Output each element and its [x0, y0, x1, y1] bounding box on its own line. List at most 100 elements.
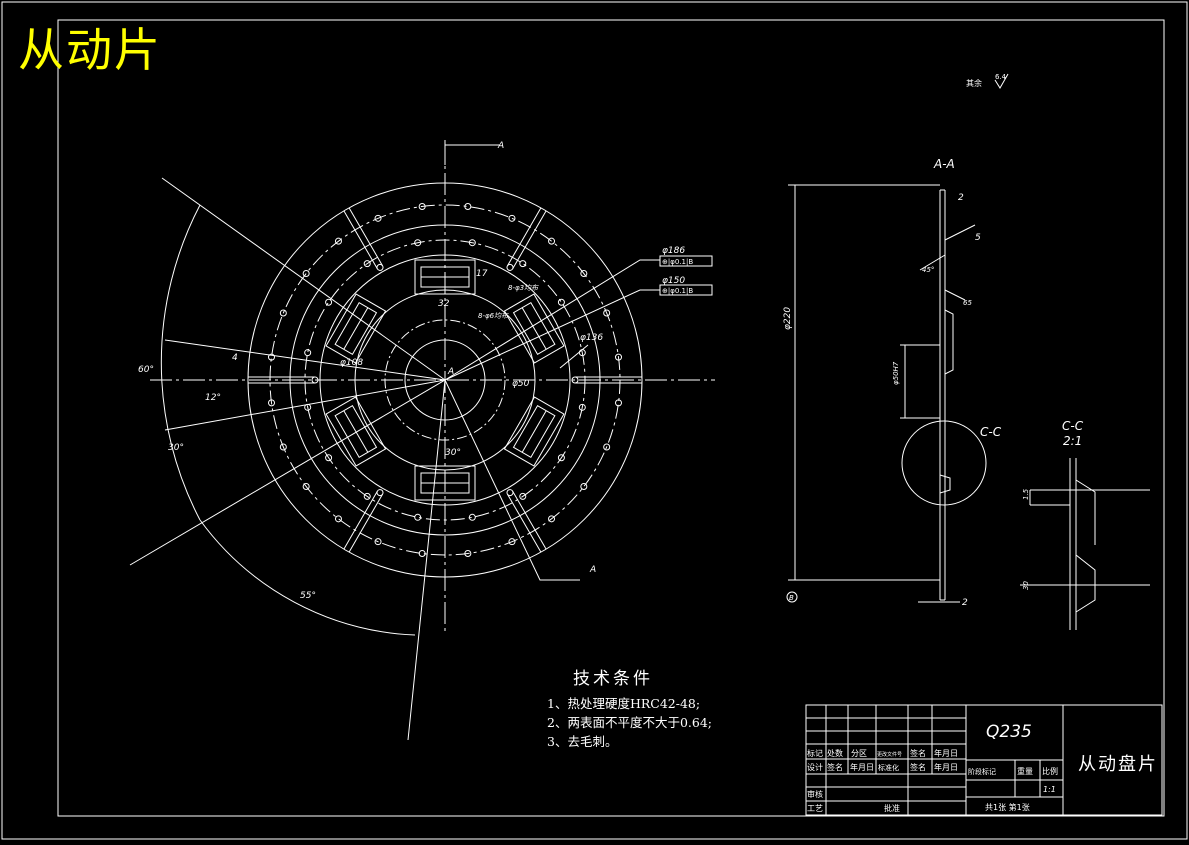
- section-cut-label-bottom: A: [589, 565, 596, 575]
- rivet-hole: [418, 202, 426, 210]
- tb-cell: 重量: [1017, 766, 1033, 776]
- rivet-hole: [548, 515, 556, 523]
- section-cc-title: C-C: [1062, 419, 1084, 433]
- datum-b: B: [789, 594, 794, 602]
- section-cc-scale: 2:1: [1063, 434, 1082, 448]
- spring-windows: [325, 259, 565, 501]
- mid-hole: [325, 298, 333, 306]
- rivet-hole: [334, 515, 342, 523]
- mid-hole: [414, 239, 422, 247]
- dim-d50: φ50: [512, 379, 530, 389]
- tb-cell: 更改文件号: [877, 751, 902, 758]
- hole-pcd-outer: [269, 204, 621, 556]
- tb-cell: 阶段标记: [968, 767, 996, 776]
- tb-cell: 处数: [827, 748, 843, 758]
- cc-dim-2: 30: [1022, 581, 1030, 590]
- hole-pcd-mid: [304, 239, 586, 521]
- radial-slit: [571, 376, 642, 384]
- tb-cell: 工艺: [807, 804, 823, 813]
- mid-hole: [578, 403, 586, 411]
- inner-border: [57, 19, 1165, 817]
- rivet-hole: [267, 353, 275, 361]
- rivet-hole: [508, 214, 516, 222]
- part-name: 从动盘片: [1078, 754, 1158, 775]
- section-cc-view: [1020, 458, 1150, 630]
- rivet-hole: [418, 550, 426, 558]
- rivet-hole: [279, 443, 287, 451]
- mid-hole: [468, 239, 476, 247]
- tb-cell: 签名: [910, 762, 926, 772]
- dim-d186: φ186: [662, 246, 685, 256]
- section-cc-labels: C-C 2:1 1.5 30: [1022, 419, 1084, 590]
- front-view: [129, 140, 715, 741]
- rivet-hole: [267, 399, 275, 407]
- tb-cell: 标准化: [878, 763, 899, 772]
- dim-a45: 45°: [922, 266, 934, 274]
- tolerance-1: ⊕|φ0.1|B: [662, 258, 693, 266]
- rivet-hole: [302, 483, 310, 491]
- rivet-hole: [603, 309, 611, 317]
- radial-slit: [506, 207, 547, 271]
- material-label: Q235: [986, 722, 1032, 742]
- rivet-hole: [374, 214, 382, 222]
- mid-hole: [519, 260, 527, 268]
- mid-hole: [325, 454, 333, 462]
- inner-circle-1: [354, 289, 536, 471]
- mid-circle-2: [319, 254, 571, 506]
- rivet-hole: [279, 309, 287, 317]
- tb-cell: 签名: [827, 762, 843, 772]
- roughness-symbol: 其余 6.4: [966, 73, 1009, 89]
- cc-callout: C-C: [980, 425, 1002, 439]
- dim-d150: φ150: [662, 276, 685, 286]
- dim-d50h7: φ50H7: [892, 361, 900, 385]
- rivet-hole: [580, 483, 588, 491]
- tb-cell: 分区: [851, 749, 867, 758]
- tb-scale: 1:1: [1043, 785, 1056, 794]
- tb-cell: 签名: [910, 748, 926, 758]
- dim-thickness: 2: [962, 598, 968, 608]
- dim-holes-small: 8-φ3均布: [508, 284, 539, 292]
- dim-d136: φ136: [580, 333, 603, 343]
- tb-cell: 标记: [807, 748, 823, 758]
- dim-a30: 30°: [445, 448, 461, 458]
- mid-hole: [557, 454, 565, 462]
- drawing-title: 从动片: [18, 23, 162, 77]
- dim-c2: 2: [958, 193, 964, 203]
- radial-slit: [248, 376, 319, 384]
- mid-hole: [363, 260, 371, 268]
- spring-window: [325, 293, 387, 364]
- dim-a12: 12°: [205, 393, 221, 403]
- dim-a55: 55°: [300, 591, 316, 601]
- front-view-labels: A A A φ186 φ150 φ136 φ108 φ50 8-φ3均布 8-φ…: [138, 141, 685, 601]
- tolerance-frames: ⊕|φ0.1|B ⊕|φ0.1|B: [659, 255, 713, 296]
- bore-circle: [404, 339, 486, 421]
- tb-cell: 年月日: [934, 748, 958, 758]
- dim-w32: 32: [438, 299, 450, 309]
- mid-hole: [519, 492, 527, 500]
- roughness-label: 其余: [966, 78, 982, 88]
- dim-r4: 4: [232, 353, 238, 363]
- tolerance-2: ⊕|φ0.1|B: [662, 287, 693, 295]
- dim-holes-8: 8-φ6均布: [478, 312, 509, 320]
- spring-window: [325, 396, 387, 467]
- roughness-value: 6.4: [995, 73, 1007, 81]
- center-label: A: [447, 367, 454, 377]
- tb-cell: 批准: [884, 803, 900, 813]
- rivet-hole: [580, 269, 588, 277]
- rivet-hole: [548, 237, 556, 245]
- section-aa-view: [786, 184, 987, 603]
- tech-notes-title: 技术条件: [573, 669, 653, 689]
- radial-slit: [343, 489, 384, 553]
- spring-window: [414, 465, 476, 501]
- dim-a60: 60°: [138, 365, 154, 375]
- rivet-hole: [464, 550, 472, 558]
- rivet-hole: [615, 353, 623, 361]
- radial-slit: [343, 207, 384, 271]
- tb-cell: 年月日: [934, 762, 958, 772]
- inner-circle-2: [384, 319, 506, 441]
- rivet-hole: [615, 399, 623, 407]
- cc-dim-1: 1.5: [1022, 488, 1030, 500]
- outer-holes: [267, 202, 623, 558]
